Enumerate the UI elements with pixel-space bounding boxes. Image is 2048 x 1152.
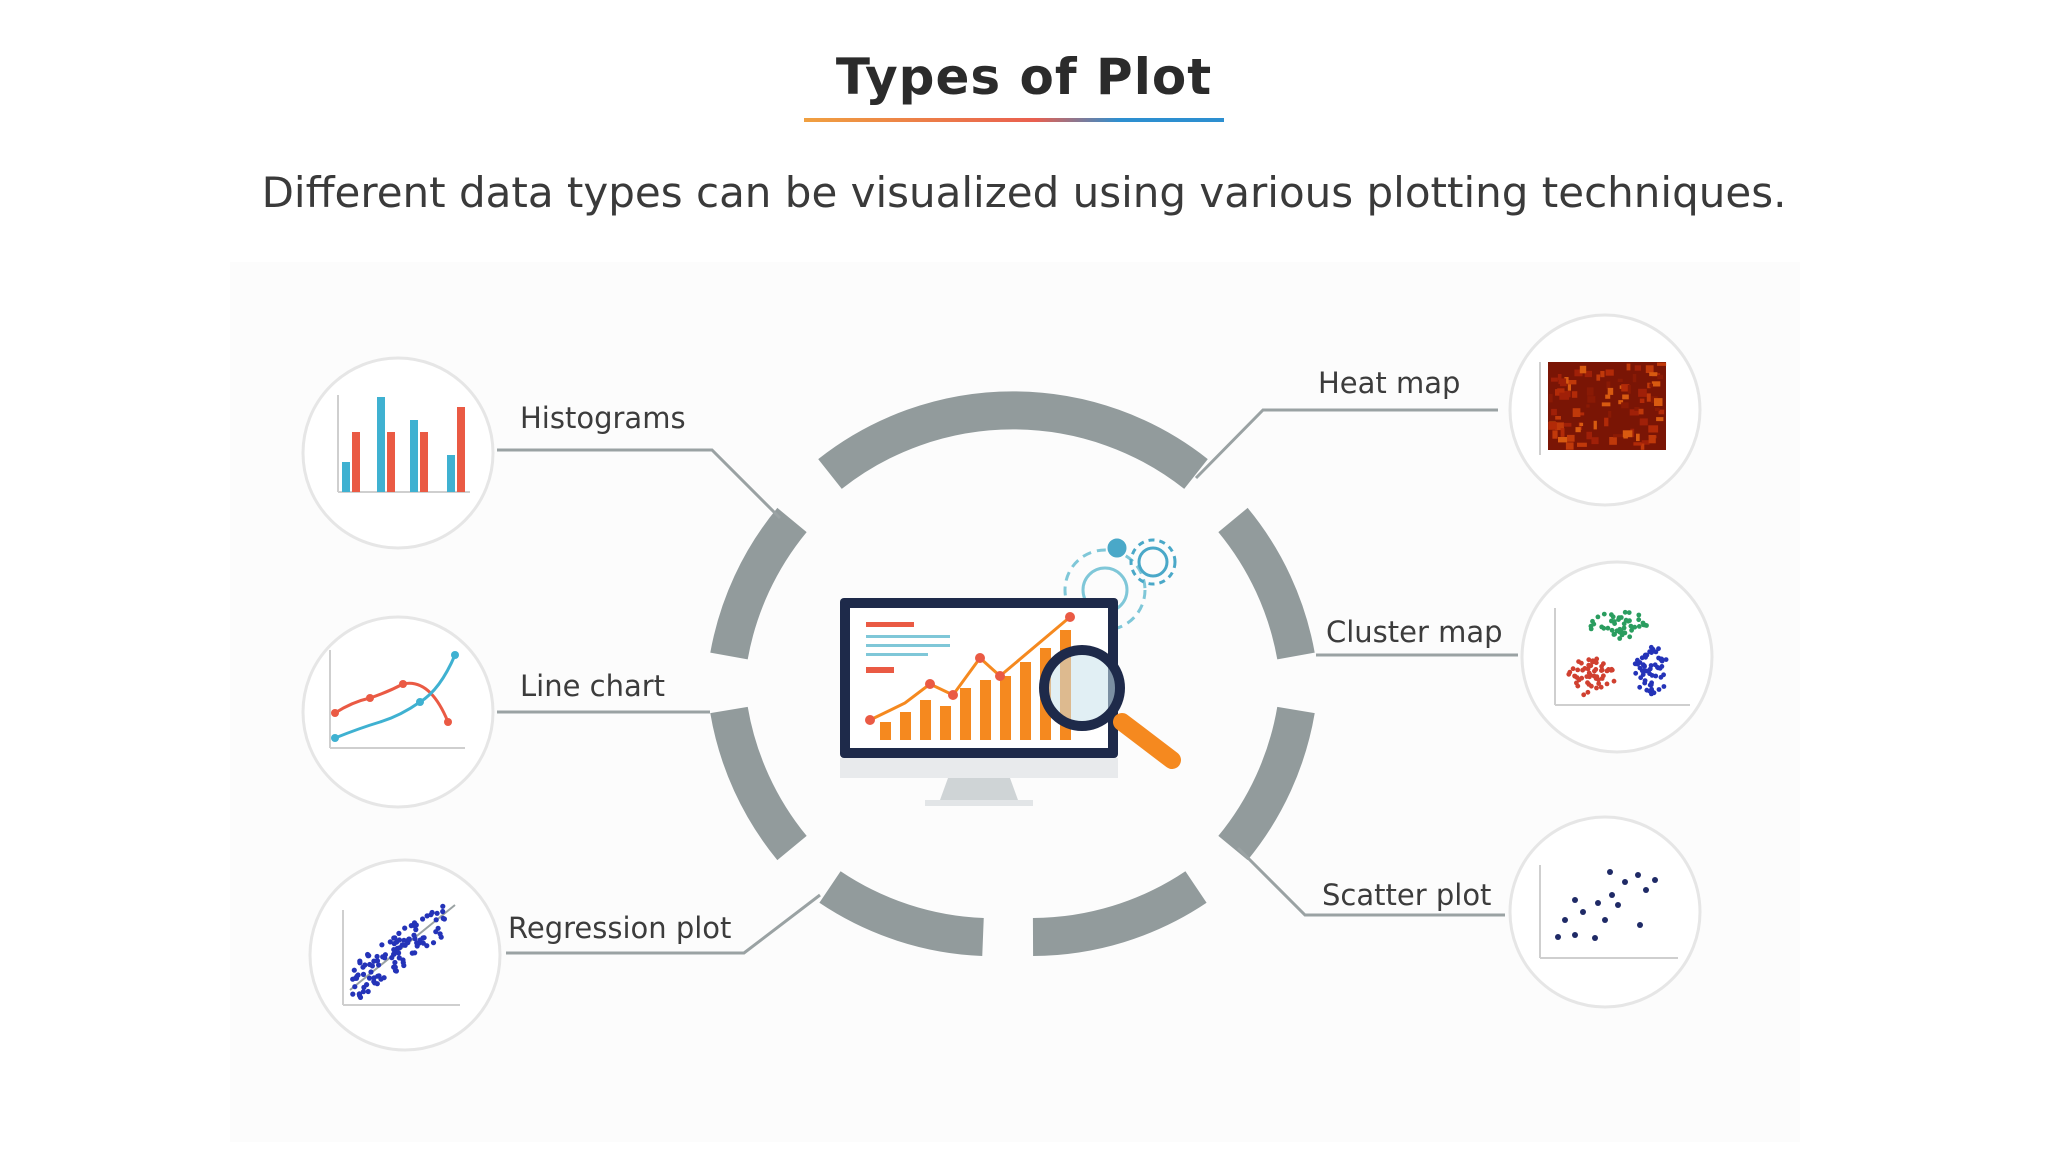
label-histograms: Histograms (520, 401, 686, 435)
ring-segment-bottom-right (1032, 871, 1207, 956)
ring-segment-bottom-left (819, 871, 985, 956)
histogram-icon (301, 356, 495, 550)
ring (710, 391, 1315, 956)
magnifier-icon (1039, 645, 1181, 769)
title-underline (804, 118, 1224, 122)
ring-segment-lower-right (1218, 706, 1315, 861)
label-heat-map: Heat map (1318, 366, 1460, 400)
ring-segment-upper-right (1218, 507, 1315, 660)
label-cluster-map: Cluster map (1326, 615, 1503, 649)
label-line-chart: Line chart (520, 669, 665, 703)
cluster-map-icon (1520, 560, 1714, 754)
connector-regression-plot (506, 893, 821, 955)
connectors (497, 408, 1518, 955)
connector-scatter-plot (1236, 846, 1505, 917)
label-regression-plot: Regression plot (508, 911, 731, 945)
connector-heat-map (1194, 408, 1498, 480)
ring-segment-top (818, 391, 1208, 489)
slide-title: Types of Plot (835, 48, 1213, 106)
ring-segment-lower-left (710, 706, 807, 861)
ring-segment-upper-left (710, 507, 807, 660)
regression-plot-icon (308, 858, 502, 1052)
scatter-plot-icon (1508, 815, 1702, 1009)
line-chart-icon (301, 615, 495, 809)
slide-subtitle: Different data types can be visualized u… (261, 168, 1787, 217)
label-scatter-plot: Scatter plot (1322, 878, 1491, 912)
heat-map-icon (1508, 313, 1702, 507)
monitor-analytics-icon (840, 538, 1181, 806)
connector-histograms (497, 448, 782, 520)
